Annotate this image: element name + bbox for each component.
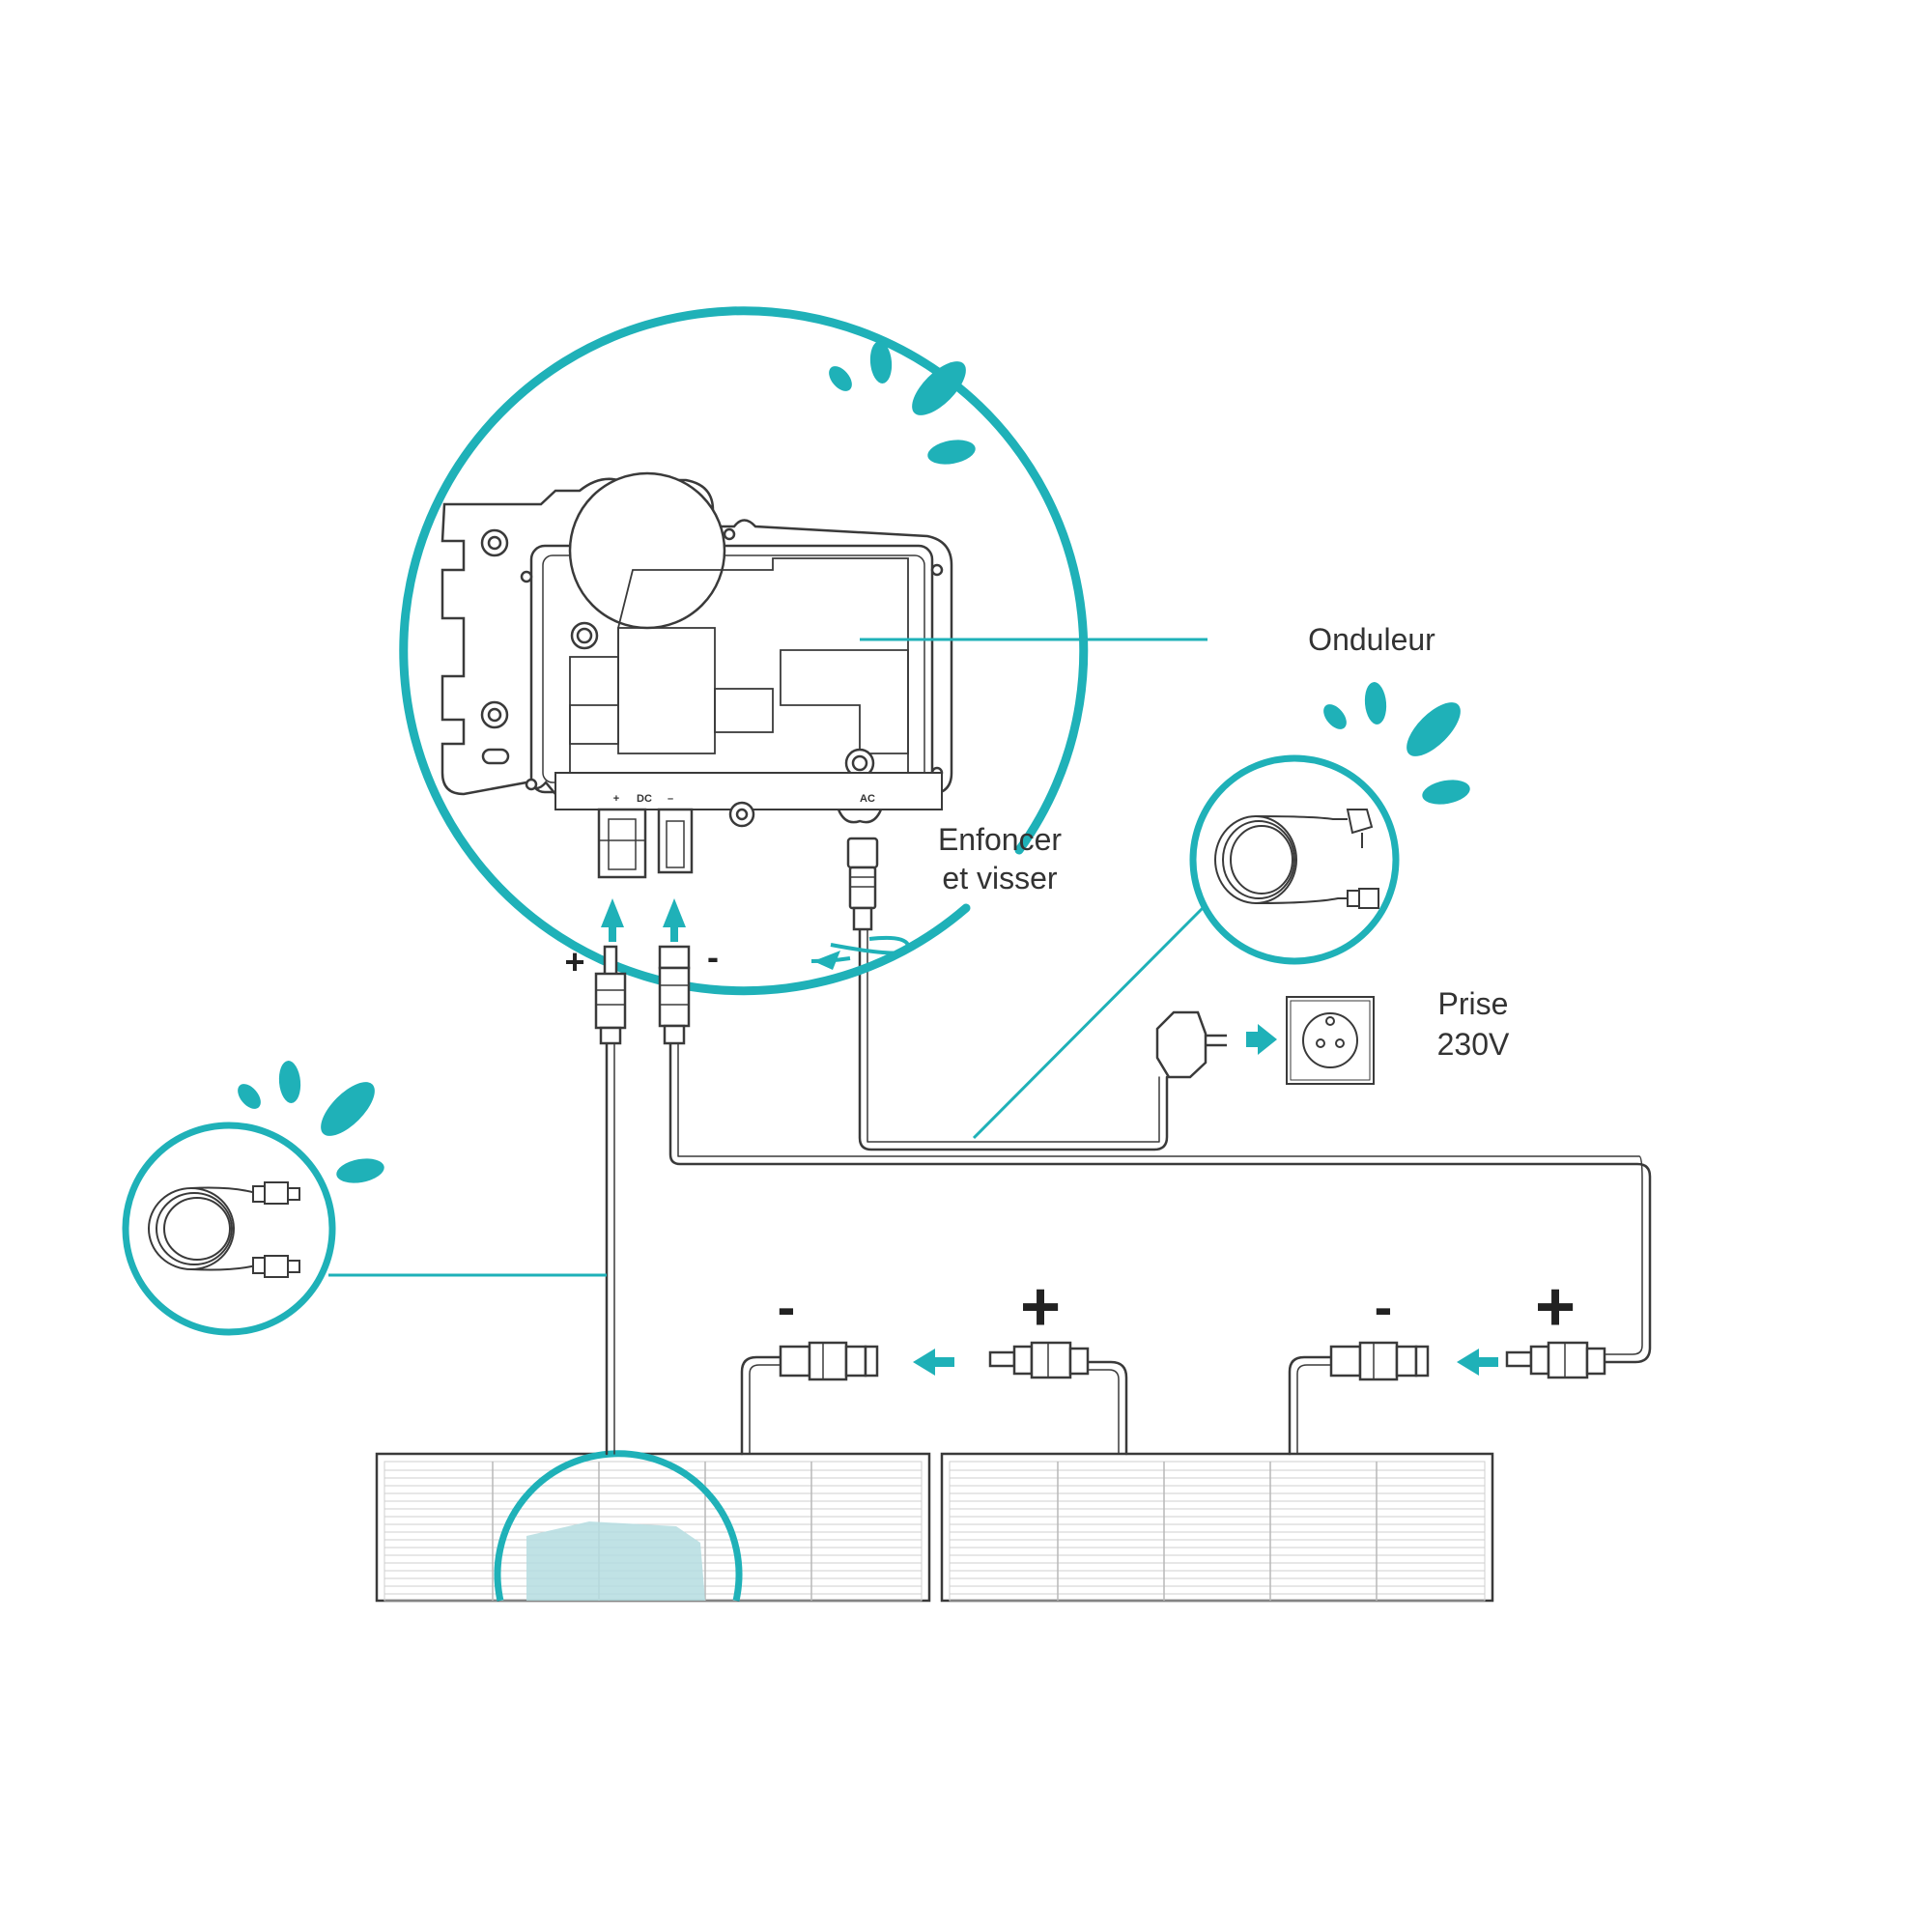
- inverter-minus-sign: -: [707, 937, 719, 977]
- panel1-minus-sign: -: [778, 1276, 796, 1337]
- plug-icon: [1346, 809, 1374, 848]
- cable-coil-icon: [1214, 815, 1348, 904]
- arrow-left-icon: [1457, 1349, 1498, 1376]
- sparkle-icon: [829, 341, 976, 465]
- cable-coil-icon: [148, 1186, 257, 1271]
- panel1-plus-connector: [988, 1341, 1090, 1379]
- panel1-minus-connector: [779, 1341, 879, 1381]
- sparkle-icon: [1323, 682, 1470, 805]
- dc-plus-cable-connector: [594, 945, 627, 1045]
- arrow-up-icon: [601, 898, 624, 942]
- dc-port-label: DC: [637, 793, 652, 805]
- panel2-minus-connector: [1329, 1341, 1430, 1381]
- panel2-plus-connector: [1505, 1341, 1606, 1379]
- socket-label-line1: Prise: [1438, 986, 1509, 1021]
- dc-minus-cable: [668, 1039, 1652, 1364]
- solar-panel-right: [940, 1452, 1494, 1603]
- arrow-up-icon: [663, 898, 686, 942]
- socket-label-line2: 230V: [1437, 1027, 1510, 1062]
- arrow-left-icon: [913, 1349, 954, 1376]
- arrow-right-icon: [1246, 1024, 1277, 1055]
- panel1-plus-sign: +: [1020, 1268, 1061, 1346]
- dc-cable-inset: [122, 1122, 336, 1336]
- socket-icon: [1286, 996, 1375, 1085]
- ac-port-label: AC: [860, 793, 875, 805]
- ac-connector: [846, 837, 879, 931]
- dc-minus-cable-connector: [658, 945, 691, 1045]
- inverter: [440, 471, 953, 879]
- solar-panel-left: [375, 1450, 931, 1603]
- push-and-screw-line2: et visser: [942, 861, 1057, 895]
- plug-icon: [1155, 1010, 1227, 1079]
- inverter-label: Onduleur: [1308, 622, 1435, 657]
- inverter-plus-sign: +: [564, 942, 584, 981]
- ac-cable-inset: [1189, 754, 1400, 965]
- dc-minus-port-label: –: [668, 793, 673, 805]
- sparkle-icon: [238, 1061, 384, 1183]
- inverter-highlight-circle: [399, 306, 1089, 996]
- panel2-plus-sign: +: [1535, 1268, 1576, 1346]
- dc-plus-port-label: +: [613, 793, 619, 805]
- panel2-minus-sign: -: [1375, 1276, 1393, 1337]
- rotate-icon: [810, 935, 911, 970]
- ac-cable: [858, 925, 1169, 1151]
- ac-inset-leader-line: [972, 906, 1205, 1140]
- push-and-screw-line1: Enfoncer: [938, 822, 1062, 857]
